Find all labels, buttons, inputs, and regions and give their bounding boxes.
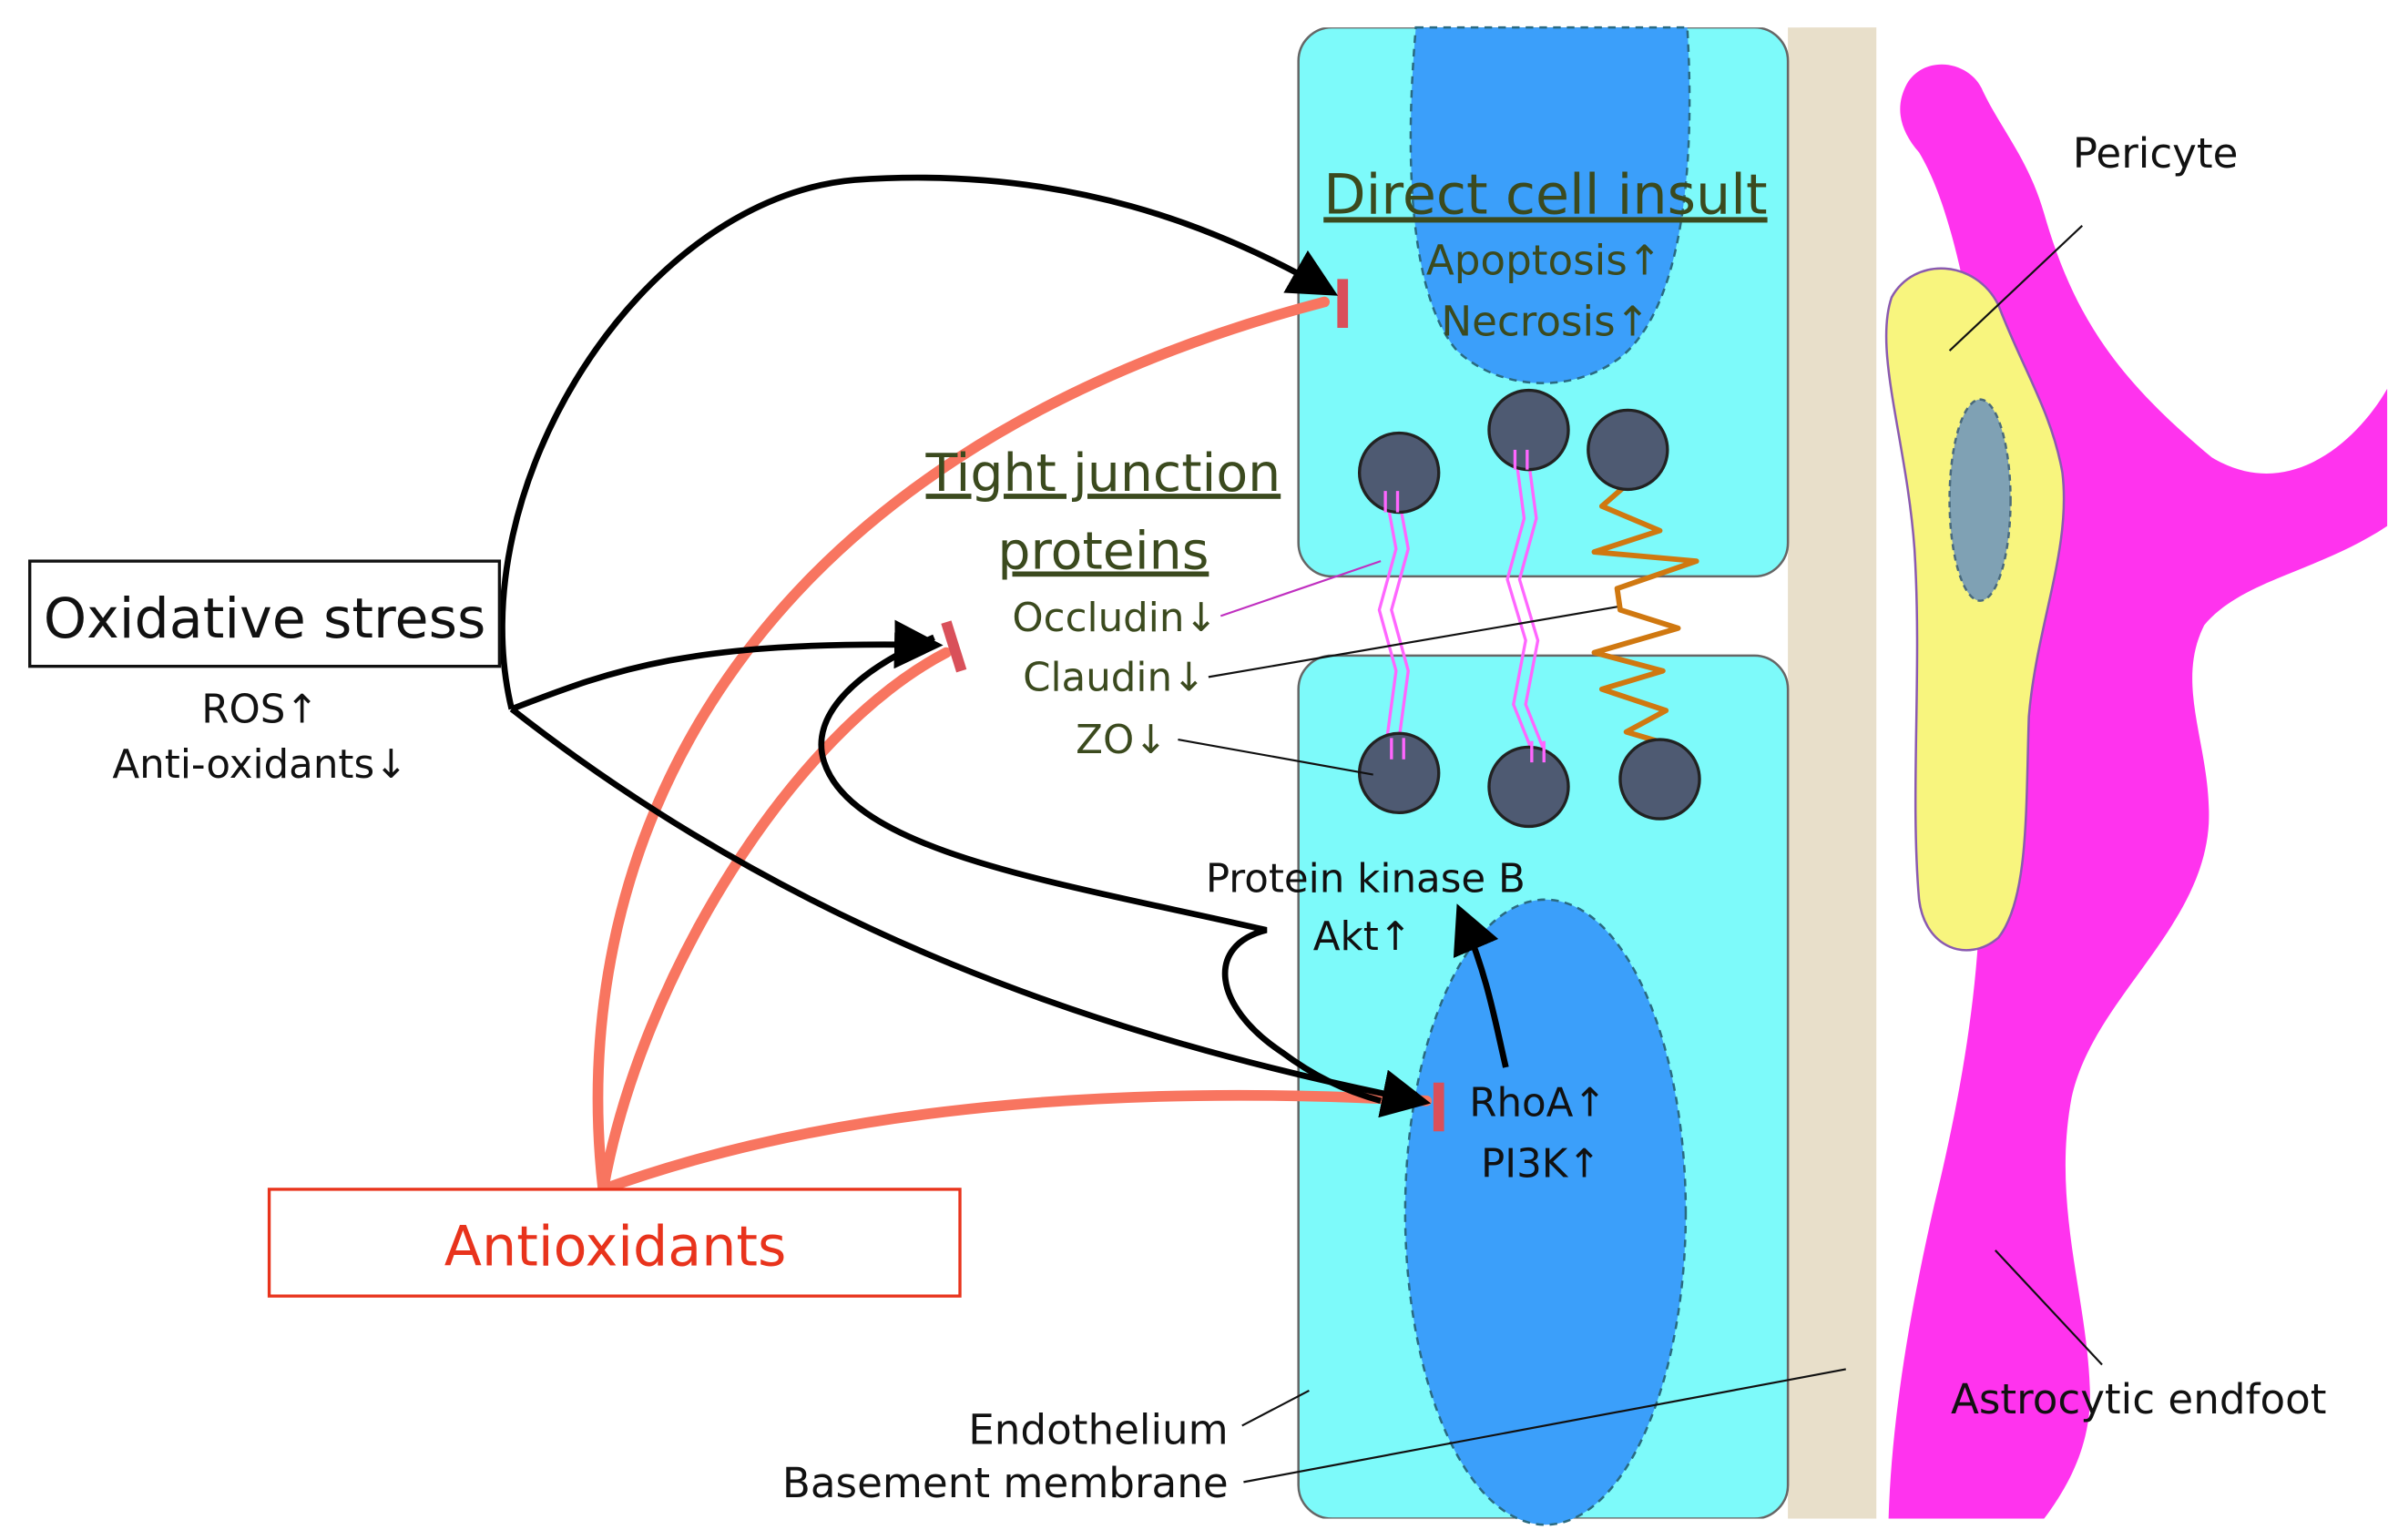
claudin-strand <box>1591 474 1699 762</box>
inhibition-bars <box>941 279 1444 1132</box>
occludin-strands <box>1377 449 1546 751</box>
tight-junction-title-line1: Tight junction <box>925 444 1281 504</box>
protein-kinase-b-label: Protein kinase B <box>1206 856 1526 902</box>
pericyte-nucleus <box>1948 398 2012 602</box>
akt-label: Akt↑ <box>1313 914 1413 960</box>
astrocytic-endfoot-label: Astrocytic endfoot <box>1951 1375 2327 1423</box>
leader-lines <box>1178 224 2103 1484</box>
tj-ball <box>1587 408 1669 492</box>
tj-ball <box>1357 731 1441 815</box>
upper-nucleus <box>1409 25 1691 384</box>
oxidative-stress-box <box>28 559 502 668</box>
claudin-label: Claudin↓ <box>1023 655 1205 700</box>
antioxidant-inhibition-lines <box>592 296 1433 1195</box>
oxidative-stress-title: Oxidative stress <box>44 587 486 651</box>
pi3k-label: PI3K↑ <box>1481 1142 1601 1188</box>
ros-label: ROS↑ <box>201 688 319 733</box>
endothelium-label: Endothelium <box>968 1406 1228 1454</box>
tight-junction-title-line2: proteins <box>997 521 1209 581</box>
tj-ball <box>1618 738 1701 821</box>
zo-label: ZO↓ <box>1076 718 1168 763</box>
direct-cell-insult-title: Direct cell insult <box>1323 163 1767 227</box>
basement-membrane-label: Basement membrane <box>782 1459 1229 1507</box>
oxidative-stress-arrows <box>499 174 1509 1118</box>
antioxidants-title: Antioxidants <box>444 1216 787 1280</box>
necrosis-label: Necrosis↑ <box>1441 297 1649 345</box>
basement-membrane <box>1788 27 1877 1519</box>
pericyte <box>1884 267 2066 952</box>
tj-ball <box>1487 745 1570 829</box>
apoptosis-label: Apoptosis↑ <box>1426 236 1662 284</box>
pericyte-label: Pericyte <box>2073 129 2239 178</box>
cell-top-edge-mask <box>1281 0 1801 28</box>
rhoa-label: RhoA↑ <box>1469 1081 1607 1127</box>
occludin-label: Occludin↓ <box>1012 596 1218 641</box>
lower-nucleus <box>1403 898 1688 1526</box>
antioxidants-box <box>267 1188 962 1298</box>
cell-bottom-edge-mask <box>1281 1518 1892 1540</box>
anti-oxidants-label: Anti-oxidants↓ <box>112 742 407 788</box>
ball-strand-stubs <box>1383 449 1546 763</box>
tj-protein-balls <box>1357 388 1701 829</box>
